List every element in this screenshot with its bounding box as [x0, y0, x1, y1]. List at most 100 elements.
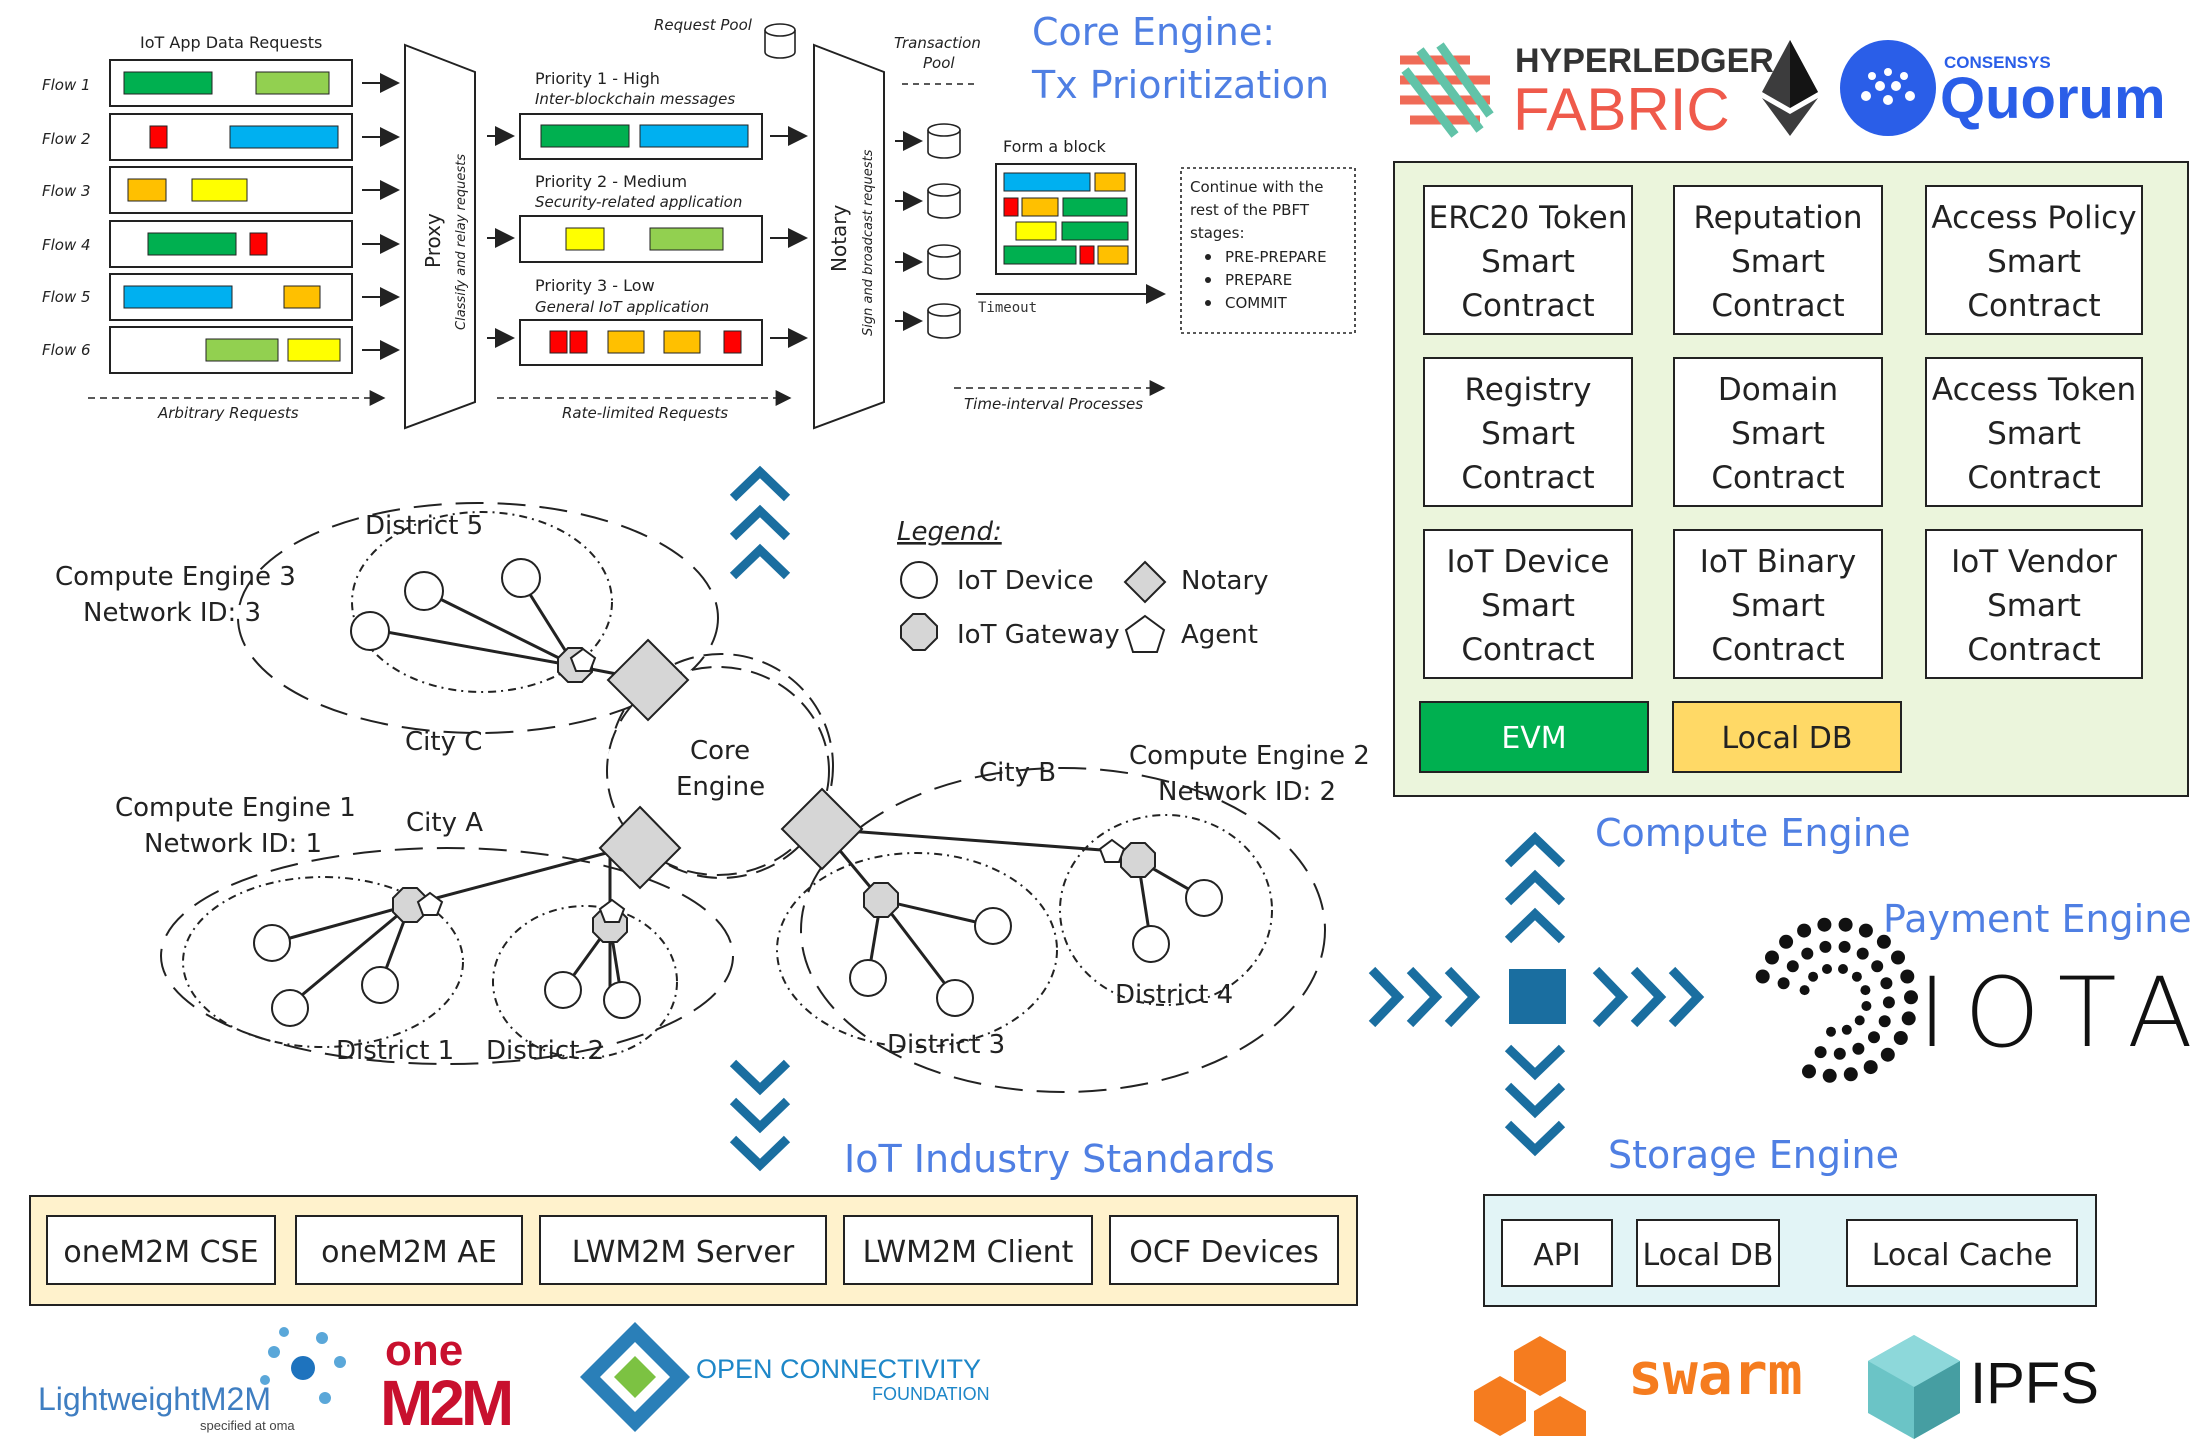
right-chevrons-right-icon — [1592, 966, 1705, 1028]
onem2m-text-2: M2M — [380, 1367, 511, 1439]
district5-label: District 5 — [365, 511, 483, 541]
iota-dot — [1822, 1068, 1837, 1083]
storage-localdb: Local DB — [1643, 1238, 1774, 1273]
block — [127, 178, 167, 202]
request-pool-label: Request Pool — [654, 16, 753, 34]
smart-contract-label: Contract — [1967, 632, 2100, 668]
smart-contract-box — [1673, 185, 1883, 335]
legend-device-icon — [900, 561, 938, 599]
block — [639, 124, 749, 148]
compute-localdb-box — [1672, 701, 1902, 773]
quorum-dots — [1861, 68, 1915, 105]
iota-dot — [1799, 985, 1810, 996]
smart-contract-box — [1925, 357, 2143, 507]
iota-dot — [1871, 960, 1884, 973]
core-engine-flow: IoT App Data Requests Flow 1 Flow 2 Flow… — [42, 10, 1356, 430]
iota-dot — [1777, 977, 1790, 990]
pbft-line-1: Continue with the — [1190, 178, 1323, 196]
request-pool-db-icon — [764, 23, 796, 59]
core-engine-circle — [606, 666, 830, 876]
iota-dot — [1779, 934, 1794, 949]
standard-onem2m-ae: oneM2M AE — [321, 1235, 497, 1270]
iota-dot — [1822, 964, 1832, 974]
pbft-box — [1180, 167, 1356, 334]
flow-label-4: Flow 4 — [42, 236, 91, 254]
ce3-label-1: Compute Engine 3 — [55, 562, 296, 592]
legend: Legend: IoT Device Notary IoT Gateway Ag… — [897, 517, 1269, 653]
standard-box-ocf — [1109, 1215, 1339, 1285]
smart-contract-box — [1925, 185, 2143, 335]
flow-label-5: Flow 5 — [42, 288, 91, 306]
block — [649, 227, 724, 251]
storage-engine-panel: API Local DB Local Cache — [1483, 1194, 2097, 1307]
iota-dot — [1861, 1001, 1872, 1011]
iota-dot — [1851, 971, 1862, 982]
legend-notary-icon — [1123, 560, 1167, 604]
smart-contract-label: Smart — [1731, 588, 1825, 624]
block — [123, 285, 233, 309]
smart-contract-box — [1673, 357, 1883, 507]
core-engine-title-1: Core Engine: — [1032, 10, 1275, 54]
priority-arrows — [770, 126, 808, 348]
smart-contract-label: Contract — [1967, 288, 2100, 324]
priority3-sub: General IoT application — [535, 298, 709, 316]
storage-localcache-box — [1846, 1219, 2078, 1287]
iota-dot — [1797, 923, 1812, 938]
standard-onem2m-cse: oneM2M CSE — [63, 1235, 258, 1270]
iota-logo-icon — [1755, 917, 1918, 1083]
notary-icons — [598, 638, 864, 890]
standard-lwm2m-client: LWM2M Client — [863, 1235, 1074, 1270]
smart-contract-label: Contract — [1461, 288, 1594, 324]
hub-square — [1509, 969, 1566, 1024]
pbft-item-3: COMMIT — [1225, 294, 1288, 312]
bullet — [1205, 300, 1211, 306]
bullet — [1205, 277, 1211, 283]
smart-contract-label: Contract — [1461, 460, 1594, 496]
smart-contract-label: IoT Binary — [1700, 544, 1857, 580]
pbft-item-2: PREPARE — [1225, 271, 1292, 289]
standard-box-lwm2m-server — [539, 1215, 827, 1285]
block — [287, 338, 341, 362]
flow-arrows — [362, 73, 400, 360]
priority1-sub: Inter-blockchain messages — [535, 90, 735, 108]
priority1-title: Priority 1 - High — [535, 69, 660, 88]
swarm-logo-icon — [1474, 1336, 1586, 1436]
block — [549, 330, 568, 354]
smart-contract-box — [1423, 357, 1633, 507]
proxy-block — [404, 43, 476, 430]
standard-ocf: OCF Devices — [1129, 1235, 1319, 1270]
network-diagram: District 5 Compute Engine 3 Network ID: … — [55, 502, 1370, 1093]
storage-api: API — [1533, 1238, 1580, 1273]
smart-contract-label: Smart — [1987, 588, 2081, 624]
time-interval-label: Time-interval Processes — [964, 395, 1143, 413]
iota-dot — [1755, 969, 1770, 984]
district1-label: District 1 — [336, 1036, 454, 1066]
proxy-arrows — [487, 126, 515, 348]
storage-localdb-box — [1636, 1219, 1780, 1287]
pbft-line-3: stages: — [1190, 224, 1245, 242]
tx-pool-label-1: Transaction — [894, 34, 981, 52]
up-chevrons-icon — [729, 465, 791, 580]
smart-contract-box — [1925, 529, 2143, 679]
iota-dot — [1819, 940, 1832, 953]
iota-dot — [1901, 1011, 1916, 1026]
notary-label: Notary — [827, 204, 851, 272]
block-contents — [1003, 172, 1129, 265]
cityB-label: City B — [979, 758, 1056, 788]
smart-contract-label: ERC20 Token — [1429, 200, 1628, 236]
block — [205, 338, 279, 362]
arbitrary-label: Arbitrary Requests — [157, 404, 299, 422]
legend-title: Legend: — [897, 517, 1002, 547]
block — [229, 125, 339, 149]
smart-contract-label: Smart — [1481, 588, 1575, 624]
block — [663, 330, 701, 354]
smart-contract-label: Smart — [1481, 416, 1575, 452]
smart-contract-label: Contract — [1711, 460, 1844, 496]
ce1-label-1: Compute Engine 1 — [115, 793, 356, 823]
pbft-line-2: rest of the PBFT — [1190, 201, 1310, 219]
iota-dot — [1802, 1064, 1816, 1079]
iota-dot — [1863, 1060, 1878, 1075]
rate-limited-label: Rate-limited Requests — [562, 404, 728, 422]
flow-label-1: Flow 1 — [42, 76, 91, 94]
smart-contract-label: IoT Device — [1447, 544, 1610, 580]
